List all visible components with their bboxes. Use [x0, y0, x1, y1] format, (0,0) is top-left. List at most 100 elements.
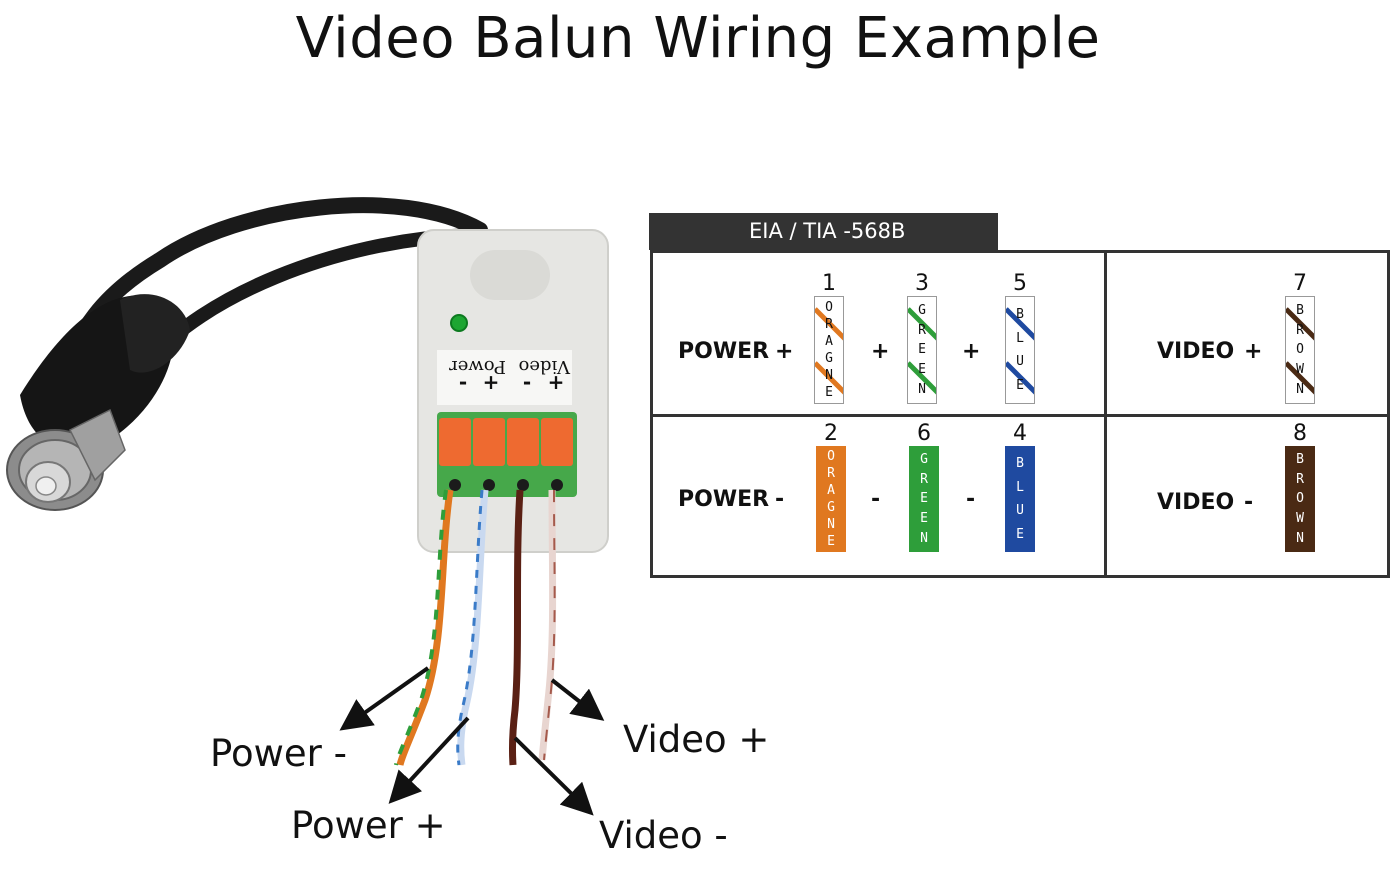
terminal-lever-4 — [541, 418, 573, 466]
pin-color-letter: A — [827, 483, 835, 498]
panel-sign-3: + — [483, 370, 500, 394]
pin-color-letter: W — [1296, 511, 1304, 527]
panel-label-power: Power — [449, 356, 506, 377]
pin-color-letter: R — [920, 471, 928, 487]
pin-sign: - — [966, 487, 976, 512]
pin-number: 4 — [1013, 421, 1027, 446]
row1-sign: + — [775, 339, 794, 364]
panel-sign-2: - — [523, 370, 531, 394]
pin-number: 2 — [824, 421, 838, 446]
pin-sign: + — [871, 339, 890, 364]
pin-color-letter: N — [1296, 382, 1304, 398]
row1-video-sign: + — [1244, 339, 1263, 364]
panel-sign-4: - — [459, 370, 467, 394]
stripe-pattern — [815, 307, 843, 395]
pin-number: 7 — [1293, 271, 1307, 296]
pin-number: 3 — [915, 271, 929, 296]
diagram-title: Video Balun Wiring Example — [295, 6, 1101, 71]
pin-color-letter: G — [827, 500, 835, 515]
pin-color-letter: E — [920, 491, 928, 507]
pin-color-letter: E — [827, 534, 835, 549]
wire-blue-white — [457, 489, 489, 766]
callout-power-plus: Power + — [291, 804, 446, 847]
pin-number: 8 — [1293, 421, 1307, 446]
pin-color-letter: O — [1296, 491, 1304, 507]
pin-sign: + — [962, 339, 981, 364]
pin-color-letter: G — [920, 451, 928, 467]
pin-color-letter: E — [918, 362, 926, 378]
panel-label-video: Video — [519, 356, 571, 377]
pin-color-letter: G — [825, 351, 833, 366]
pin-color-letter: O — [1296, 342, 1304, 358]
terminal-label-panel — [437, 350, 572, 405]
pin-color-letter: N — [920, 531, 928, 547]
terminal-lever-3 — [507, 418, 539, 466]
video-balun-device-illustration: Video Power + - + - — [6, 197, 609, 816]
row2-label: POWER — [678, 487, 770, 512]
row1-label: POWER — [678, 339, 770, 364]
wire-orange-green — [396, 489, 454, 766]
pin-color-letter: E — [1016, 378, 1024, 394]
terminal-lever-2 — [473, 418, 505, 466]
arrow-power-minus — [339, 666, 430, 731]
pin-color-letter: B — [1296, 451, 1304, 467]
pin-color-letter: L — [1016, 479, 1024, 495]
pin-color-letter: U — [1016, 503, 1024, 519]
callout-video-plus: Video + — [623, 718, 770, 761]
bnc-connector-icon — [6, 408, 126, 511]
pin-color-letter: B — [1296, 302, 1304, 318]
pin-color-letter: B — [1016, 455, 1024, 471]
pin-color-letter: R — [1296, 471, 1304, 487]
pin-color-letter: N — [825, 368, 833, 383]
pin-color-letter: U — [1016, 354, 1024, 370]
pin-color-letter: G — [918, 302, 926, 318]
table-horizontal-divider — [653, 414, 1387, 417]
row2-sign: - — [775, 487, 785, 512]
pin-color-letter: E — [918, 342, 926, 358]
pin-color-letter: A — [825, 334, 833, 349]
row2-video-label: VIDEO — [1157, 490, 1235, 515]
pin-color-letter: O — [825, 300, 833, 315]
arrow-video-plus — [550, 678, 605, 721]
pin-color-letter: R — [918, 322, 926, 338]
pin-color-letter: O — [827, 449, 835, 464]
row2-video-sign: - — [1244, 490, 1254, 515]
stripe-pattern — [1006, 307, 1034, 395]
pin-color-letter: L — [1016, 330, 1024, 346]
pin-sign: - — [871, 487, 881, 512]
terminal-lever-1 — [439, 418, 471, 466]
callout-power-minus: Power - — [210, 732, 347, 775]
arrow-video-minus — [513, 736, 594, 816]
pin-color-letter: W — [1296, 362, 1304, 378]
pin-color-letter: N — [918, 382, 926, 398]
pin-color-letter: E — [920, 511, 928, 527]
pin-color-letter: N — [827, 517, 835, 532]
arrow-power-plus — [388, 716, 470, 804]
pin-number: 5 — [1013, 271, 1027, 296]
pin-number: 6 — [917, 421, 931, 446]
row1-video-label: VIDEO — [1157, 339, 1235, 364]
wire-brown-white — [538, 489, 557, 761]
pin-color-letter: R — [825, 317, 833, 332]
pin-number: 1 — [822, 271, 836, 296]
pin-color-letter: R — [1296, 322, 1304, 338]
callout-video-minus: Video - — [599, 814, 728, 857]
standard-header: EIA / TIA -568B — [649, 213, 998, 250]
pin-color-letter: E — [825, 385, 833, 400]
